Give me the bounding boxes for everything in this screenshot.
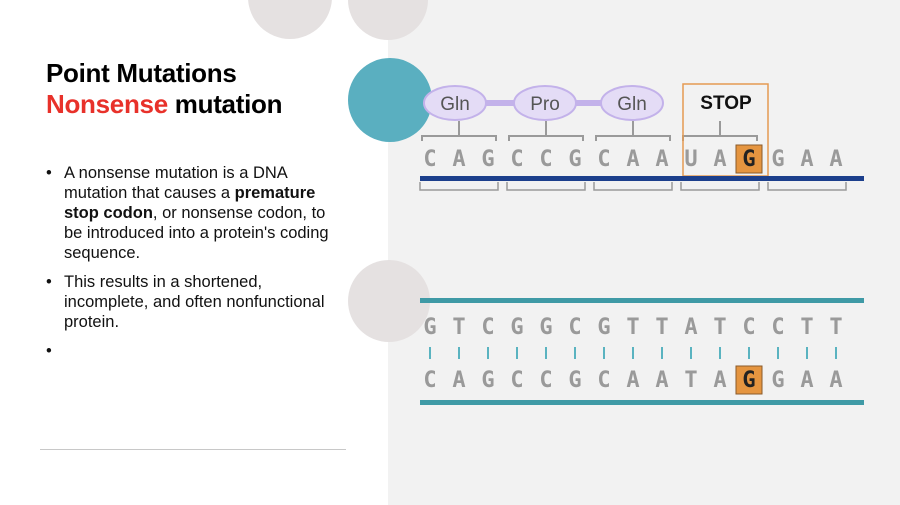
template-base: T (800, 315, 813, 340)
template-base: T (626, 315, 639, 340)
coding-base: G (481, 368, 494, 393)
template-base: G (423, 315, 436, 340)
mrna-base: C (597, 147, 610, 172)
template-base: T (713, 315, 726, 340)
amino-acid-gln-1: Gln (423, 85, 487, 121)
codon-bracket (421, 135, 497, 141)
template-base: G (510, 315, 523, 340)
mrna-base: G (771, 147, 784, 172)
mrna-base: A (829, 147, 842, 172)
mrna-base: A (713, 147, 726, 172)
slide-title: Point Mutations Nonsense mutation (46, 58, 282, 120)
mutated-base-highlight (735, 144, 763, 174)
coding-base: C (423, 368, 436, 393)
template-base: T (452, 315, 465, 340)
template-base: T (655, 315, 668, 340)
lower-bracket (506, 182, 586, 191)
template-base: C (568, 315, 581, 340)
lower-bracket (419, 182, 499, 191)
bullet-list: A nonsense mutation is a DNA mutation th… (46, 163, 346, 370)
codon-bracket (682, 135, 758, 141)
template-base: T (829, 315, 842, 340)
template-base: C (481, 315, 494, 340)
mrna-base: A (655, 147, 668, 172)
template-base: G (597, 315, 610, 340)
mrna-base: C (423, 147, 436, 172)
title-line-1: Point Mutations (46, 58, 237, 88)
mutated-base-highlight (735, 365, 763, 395)
amino-acid-label: Gln (440, 94, 470, 115)
decorative-circle-middle (348, 260, 430, 342)
codon-bracket (595, 135, 671, 141)
mrna-base: G (568, 147, 581, 172)
mrna-base: C (510, 147, 523, 172)
coding-base: C (539, 368, 552, 393)
bullet-item-3-empty (46, 341, 346, 361)
template-base: C (771, 315, 784, 340)
lower-bracket (767, 182, 847, 191)
title-rest: mutation (167, 89, 283, 119)
amino-acid-label: Pro (530, 94, 560, 115)
mrna-base: A (800, 147, 813, 172)
coding-base: A (626, 368, 639, 393)
coding-base: C (510, 368, 523, 393)
coding-base: A (452, 368, 465, 393)
divider-line (40, 449, 346, 450)
dna-strand-top (420, 298, 864, 303)
coding-base: T (684, 368, 697, 393)
stop-label: STOP (700, 93, 752, 114)
mrna-base: C (539, 147, 552, 172)
amino-acid-pro: Pro (513, 85, 577, 121)
coding-base: A (800, 368, 813, 393)
coding-base: A (713, 368, 726, 393)
mrna-strand (420, 176, 864, 181)
codon-bracket (508, 135, 584, 141)
mrna-base: G (742, 147, 755, 172)
base-pair-ticks (429, 347, 837, 359)
mrna-base: U (684, 147, 697, 172)
coding-base: A (829, 368, 842, 393)
mrna-base: A (626, 147, 639, 172)
bullet-item-2: This results in a shortened, incomplete,… (46, 272, 346, 332)
amino-acid-gln-2: Gln (600, 85, 664, 121)
dna-strand-bottom (420, 400, 864, 405)
amino-acid-label: Gln (617, 94, 647, 115)
coding-base: A (655, 368, 668, 393)
coding-base: G (742, 368, 755, 393)
template-base: G (539, 315, 552, 340)
lower-bracket (680, 182, 760, 191)
coding-base: G (568, 368, 581, 393)
decorative-circle-teal (348, 58, 432, 142)
template-base: A (684, 315, 697, 340)
diagram-panel (388, 0, 900, 505)
lower-brackets (419, 182, 847, 191)
bold-term: premature stop codon (64, 184, 316, 222)
coding-base: G (771, 368, 784, 393)
template-base: C (742, 315, 755, 340)
bullet-item-1: A nonsense mutation is a DNA mutation th… (46, 163, 346, 263)
codon-brackets (421, 121, 758, 141)
title-accent-word: Nonsense (46, 89, 168, 119)
coding-base: C (597, 368, 610, 393)
lower-bracket (593, 182, 673, 191)
mrna-base: A (452, 147, 465, 172)
mrna-base: G (481, 147, 494, 172)
